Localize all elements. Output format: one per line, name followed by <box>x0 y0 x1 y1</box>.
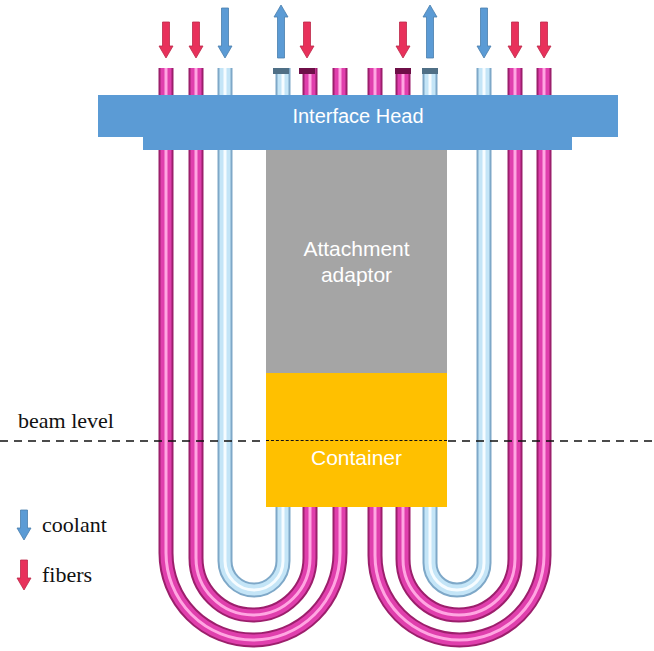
coolant-arrow <box>218 8 232 58</box>
fiber-arrow <box>537 22 551 58</box>
node-label: Attachment adaptor <box>276 236 437 286</box>
fiber-arrow <box>508 22 522 58</box>
node-label: Interface Head <box>292 104 423 128</box>
node-label: Container <box>311 445 402 470</box>
tube-cap <box>422 68 438 74</box>
legend-label: coolant <box>42 512 107 538</box>
fiber-arrow <box>300 22 314 58</box>
coolant-arrow <box>477 8 491 58</box>
interface-head: Interface Head <box>98 95 618 137</box>
coolant-arrow <box>274 5 288 58</box>
coolant-arrow <box>423 5 437 58</box>
legend-row: fibers <box>14 558 92 592</box>
legend-arrow <box>14 508 34 542</box>
attachment-adaptor: Attachment adaptor <box>266 150 447 373</box>
legend-label: fibers <box>42 562 92 588</box>
container-box: Container <box>266 373 447 507</box>
tube-cap <box>273 68 289 74</box>
legend-arrow <box>14 558 34 592</box>
fiber-arrow <box>189 22 203 58</box>
fiber-arrow <box>396 22 410 58</box>
fiber-arrow <box>159 22 173 58</box>
interface-head-step <box>143 136 572 150</box>
beam-level-line <box>266 440 447 441</box>
tube-cap <box>395 68 411 74</box>
beam-level-label: beam level <box>18 408 114 434</box>
legend-row: coolant <box>14 508 107 542</box>
tube-cap <box>299 68 315 74</box>
